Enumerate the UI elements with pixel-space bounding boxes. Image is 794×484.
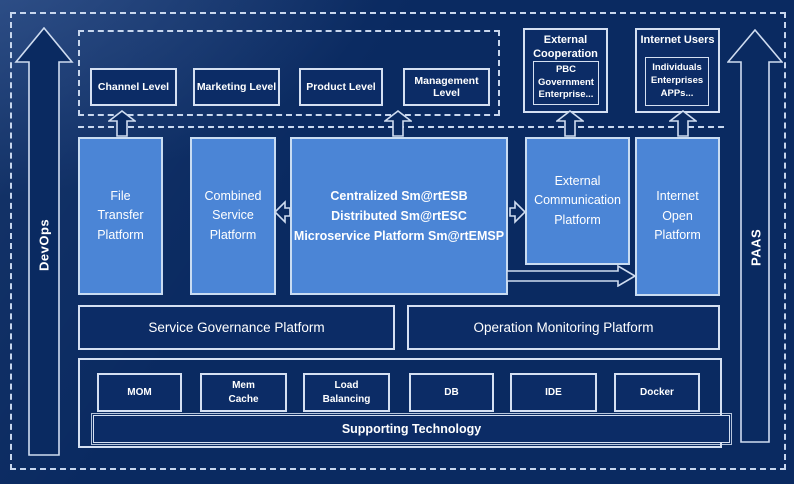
tech-box-ide: IDE	[510, 373, 597, 412]
operation-monitoring-label: Operation Monitoring Platform	[473, 320, 654, 335]
internet-users-body: Individuals Enterprises APPs...	[645, 57, 709, 106]
marketing-level-label: Marketing Level	[196, 81, 277, 93]
product-level-label: Product Level	[306, 81, 376, 93]
channel-level-label: Channel Level	[97, 81, 170, 93]
paas-arrow	[727, 29, 783, 443]
right-arrow-central-to-external	[509, 200, 526, 224]
tech-box-mom: MOM	[97, 373, 182, 412]
external-communication-platform-box: External Communication Platform	[525, 137, 630, 265]
devops-arrow	[14, 27, 74, 456]
supporting-technology-bar: Supporting Technology	[91, 413, 732, 445]
product-level-box: Product Level	[299, 68, 383, 106]
tech-box-load-balancing: Load Balancing	[303, 373, 390, 412]
external-cooperation-title: External Cooperation	[533, 34, 598, 61]
central-esb-platform-box: Centralized Sm@rtESB Distributed Sm@rtES…	[290, 137, 508, 295]
marketing-level-box: Marketing Level	[193, 68, 280, 106]
up-arrow-file-transfer	[108, 110, 136, 137]
operation-monitoring-platform-box: Operation Monitoring Platform	[407, 305, 720, 350]
combined-service-platform-box: Combined Service Platform	[190, 137, 276, 295]
internet-users-box: Internet Users Individuals Enterprises A…	[635, 28, 720, 113]
internet-open-platform-box: Internet Open Platform	[635, 137, 720, 296]
tech-box-docker: Docker	[614, 373, 700, 412]
service-governance-platform-box: Service Governance Platform	[78, 305, 395, 350]
internet-users-title: Internet Users	[640, 34, 715, 46]
management-level-box: Management Level	[403, 68, 490, 106]
supporting-technology-label: Supporting Technology	[341, 422, 482, 436]
paas-label: PAAS	[748, 228, 764, 267]
up-arrow-external-cooperation	[556, 110, 584, 137]
management-level-label: Management Level	[414, 75, 479, 99]
channel-level-box: Channel Level	[90, 68, 177, 106]
outer-dashed-border	[10, 12, 786, 470]
up-arrow-internet-users	[669, 110, 697, 137]
up-arrow-central	[384, 110, 412, 137]
devops-label: DevOps	[36, 218, 52, 272]
external-cooperation-body: PBC Government Enterprise...	[533, 61, 599, 105]
external-cooperation-box: External Cooperation PBC Government Ente…	[523, 28, 608, 113]
tech-box-db: DB	[409, 373, 494, 412]
service-governance-label: Service Governance Platform	[148, 320, 325, 335]
file-transfer-platform-box: File Transfer Platform	[78, 137, 163, 295]
supporting-technology-container	[78, 358, 722, 448]
right-arrow-central-to-internet-open	[507, 265, 636, 287]
levels-dashed-box	[78, 30, 500, 116]
left-arrow-central-to-combined	[274, 200, 291, 224]
tech-box-mem-cache: Mem Cache	[200, 373, 287, 412]
